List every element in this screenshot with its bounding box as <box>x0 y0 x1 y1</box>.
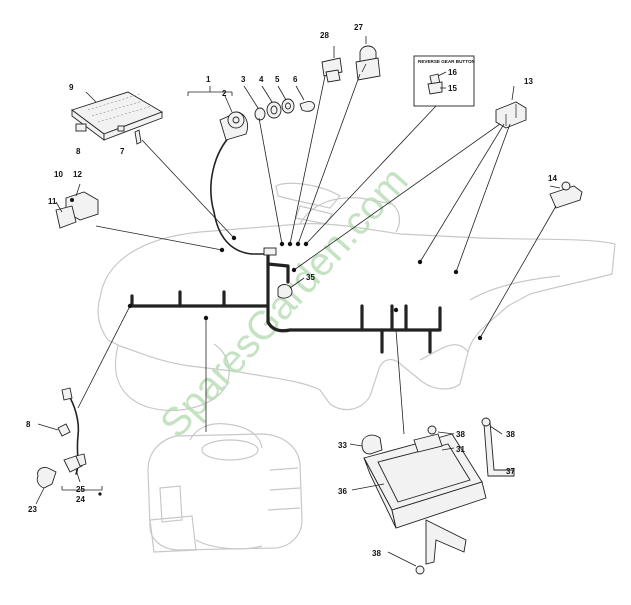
harness-connector <box>263 247 277 256</box>
ignition-washers <box>254 98 295 121</box>
callout-38-battery: 38 <box>456 430 465 439</box>
screw-7 <box>134 129 142 145</box>
watermark-text: SparesGarden.com <box>152 159 417 446</box>
callout-36: 36 <box>338 487 347 496</box>
clip-35 <box>277 284 293 299</box>
sensor-14 <box>549 181 583 209</box>
callout-16: 16 <box>448 68 457 77</box>
tractor-outline <box>97 182 616 411</box>
callout-labels: 1 2 3 4 5 6 7 8 9 10 11 12 13 14 15 16 2… <box>26 23 557 558</box>
ignition-key <box>299 101 315 112</box>
callout-15: 15 <box>448 84 457 93</box>
callout-27: 27 <box>354 23 363 32</box>
callout-6: 6 <box>293 75 298 84</box>
ignition-switch <box>219 111 249 141</box>
callout-25: 25 <box>76 485 85 494</box>
callout-3: 3 <box>241 75 246 84</box>
reverse-gear-button-title: REVERSE GEAR BUTTON <box>418 59 476 64</box>
callout-35: 35 <box>306 273 315 282</box>
callout-38-bottom: 38 <box>372 549 381 558</box>
callout-4: 4 <box>259 75 264 84</box>
callout-13: 13 <box>524 77 533 86</box>
callout-28: 28 <box>320 31 329 40</box>
callout-11: 11 <box>48 197 57 206</box>
battery-assembly <box>361 417 515 575</box>
callout-24: 24 <box>76 495 85 504</box>
connection-points <box>98 235 483 496</box>
wiring-harness <box>130 133 442 354</box>
callout-37: 37 <box>506 467 515 476</box>
callout-10: 10 <box>54 170 63 179</box>
callout-5: 5 <box>275 75 280 84</box>
relay <box>55 191 99 229</box>
callout-8-lamp: 8 <box>26 420 31 429</box>
switch-28 <box>321 57 343 83</box>
circuit-board <box>71 91 164 141</box>
callout-31: 31 <box>456 445 465 454</box>
callout-2: 2 <box>222 89 227 98</box>
switch-27 <box>355 45 381 81</box>
callout-12: 12 <box>73 170 82 179</box>
engine-outline <box>147 423 303 553</box>
switch-13 <box>495 101 527 129</box>
callout-33: 33 <box>338 441 347 450</box>
callout-14: 14 <box>548 174 557 183</box>
callout-7: 7 <box>120 147 125 156</box>
reverse-gear-button-box: REVERSE GEAR BUTTON <box>413 55 476 107</box>
callout-1: 1 <box>206 75 211 84</box>
callout-9: 9 <box>69 83 74 92</box>
callout-23: 23 <box>28 505 37 514</box>
callout-38-bracket: 38 <box>506 430 515 439</box>
lamp-wiring <box>36 387 87 489</box>
callout-8-top: 8 <box>76 147 81 156</box>
leader-lines <box>35 36 561 567</box>
